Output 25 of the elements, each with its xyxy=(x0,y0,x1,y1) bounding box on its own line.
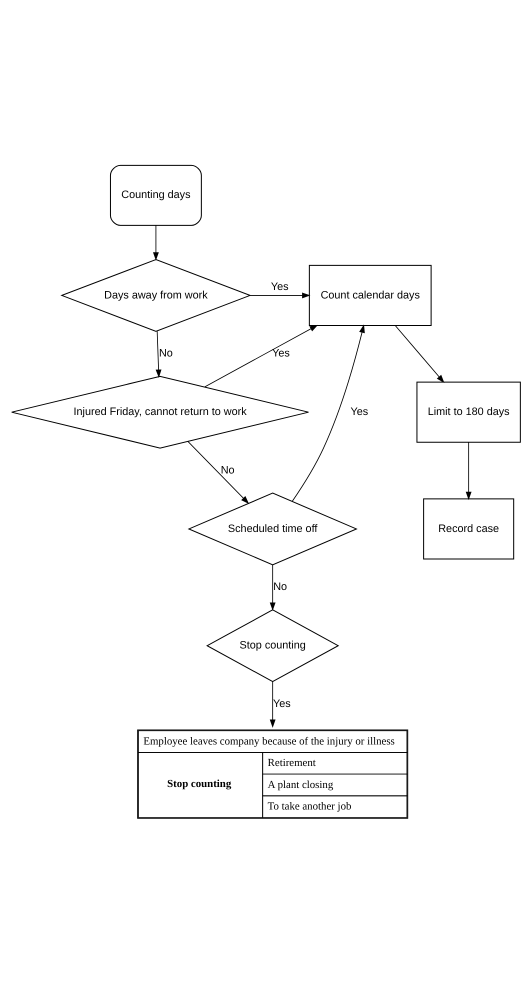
edge-label: No xyxy=(220,464,235,476)
arrow xyxy=(153,224,159,260)
edge-label: Yes xyxy=(350,406,368,418)
edge-label: Yes xyxy=(270,280,289,292)
edge-label: No xyxy=(273,580,288,593)
arrow xyxy=(188,440,250,504)
arrow xyxy=(156,330,162,378)
arrow xyxy=(466,441,472,500)
node-diamond: Days away from work xyxy=(60,258,252,332)
arrow xyxy=(292,324,365,502)
node-diamond: Injured Friday, cannot return to work xyxy=(11,375,309,448)
node-box: Record case xyxy=(423,498,514,559)
node-diamond: Scheduled time off xyxy=(188,492,358,565)
node-box: Limit to 180 days xyxy=(416,381,521,442)
edge-label: Yes xyxy=(273,697,291,710)
arrow xyxy=(250,292,310,298)
arrow xyxy=(394,324,444,383)
edge-label: No xyxy=(159,347,173,360)
arrow xyxy=(204,324,318,387)
edge-label: Yes xyxy=(272,347,290,360)
node-box: Count calendar days xyxy=(308,264,432,326)
node-box: Counting days xyxy=(110,164,202,226)
arrow xyxy=(270,680,276,728)
arrow xyxy=(270,564,276,610)
node-diamond: Stop counting xyxy=(206,608,340,682)
